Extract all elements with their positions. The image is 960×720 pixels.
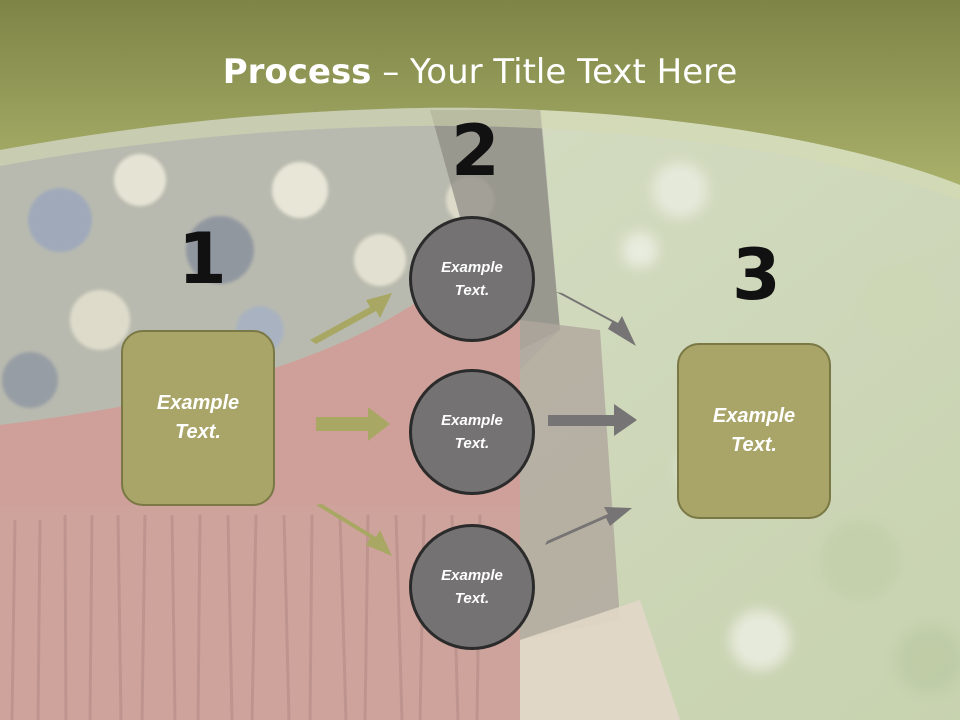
step-number-3: 3 [732, 234, 781, 316]
arrow-right-middle [548, 404, 637, 436]
middle-node-top: Example Text. [409, 216, 535, 342]
middle-node-bottom: Example Text. [409, 524, 535, 650]
step-number-2: 2 [451, 110, 500, 192]
arrow-right-top [556, 292, 636, 346]
slide-title: Process – Your Title Text Here [0, 52, 960, 92]
title-bold-part: Process [222, 52, 372, 92]
arrow-left-middle [316, 407, 390, 441]
arrow-left-bottom [316, 504, 392, 556]
arrow-left-top [310, 293, 392, 344]
step-number-1: 1 [178, 218, 227, 300]
step-3-box: Example Text. [677, 343, 831, 519]
arrow-right-bottom [545, 507, 632, 545]
title-rest-part: – Your Title Text Here [371, 52, 738, 92]
step-1-box: Example Text. [121, 330, 275, 506]
middle-node-center: Example Text. [409, 369, 535, 495]
